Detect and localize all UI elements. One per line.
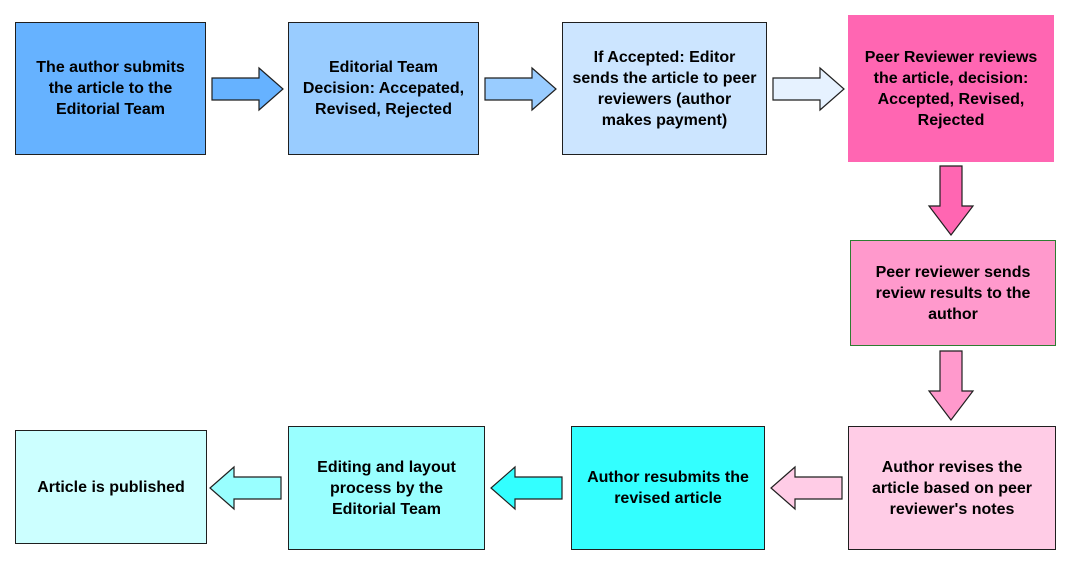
arrow-down-2 xyxy=(927,350,975,421)
arrow-down-1-shape xyxy=(927,165,975,236)
arrow-left-2 xyxy=(490,465,563,511)
arrow-left-1 xyxy=(770,465,843,511)
arrow-right-2-shape xyxy=(484,66,557,112)
step-editing-box: Editing and layout process by the Editor… xyxy=(288,426,485,550)
step-published-box: Article is published xyxy=(15,430,207,544)
arrow-down-1 xyxy=(927,165,975,236)
step-peer-review-label: Peer Reviewer reviews the article, decis… xyxy=(864,48,1038,129)
step-resubmit-box: Author resubmits the revised article xyxy=(571,426,765,550)
step-decision-box: Editorial Team Decision: Accepated, Revi… xyxy=(288,22,479,155)
step-author-revises-label: Author revises the article based on peer… xyxy=(871,458,1033,518)
arrow-right-1-shape xyxy=(211,66,284,112)
step-submit-box: The author submits the article to the Ed… xyxy=(15,22,206,155)
step-decision-label: Editorial Team Decision: Accepated, Revi… xyxy=(302,59,465,118)
step-send-reviewers-label: If Accepted: Editor sends the article to… xyxy=(572,48,757,129)
step-published-label: Article is published xyxy=(37,478,185,496)
arrow-left-1-shape xyxy=(770,465,843,511)
arrow-left-3 xyxy=(209,465,282,511)
step-peer-review-box: Peer Reviewer reviews the article, decis… xyxy=(848,15,1054,162)
step-author-revises-box: Author revises the article based on peer… xyxy=(848,426,1056,550)
step-editing-label: Editing and layout process by the Editor… xyxy=(317,458,456,518)
step-resubmit-label: Author resubmits the revised article xyxy=(587,469,749,507)
step-send-results-box: Peer reviewer sends review results to th… xyxy=(850,240,1056,346)
step-send-results-label: Peer reviewer sends review results to th… xyxy=(875,263,1031,323)
arrow-right-3 xyxy=(772,66,845,112)
arrow-right-2 xyxy=(484,66,557,112)
step-submit-label: The author submits the article to the Ed… xyxy=(36,59,185,118)
arrow-left-3-shape xyxy=(209,465,282,511)
arrow-down-2-shape xyxy=(927,350,975,421)
step-send-reviewers-box: If Accepted: Editor sends the article to… xyxy=(562,22,767,155)
arrow-left-2-shape xyxy=(490,465,563,511)
arrow-right-1 xyxy=(211,66,284,112)
arrow-right-3-shape xyxy=(772,66,845,112)
